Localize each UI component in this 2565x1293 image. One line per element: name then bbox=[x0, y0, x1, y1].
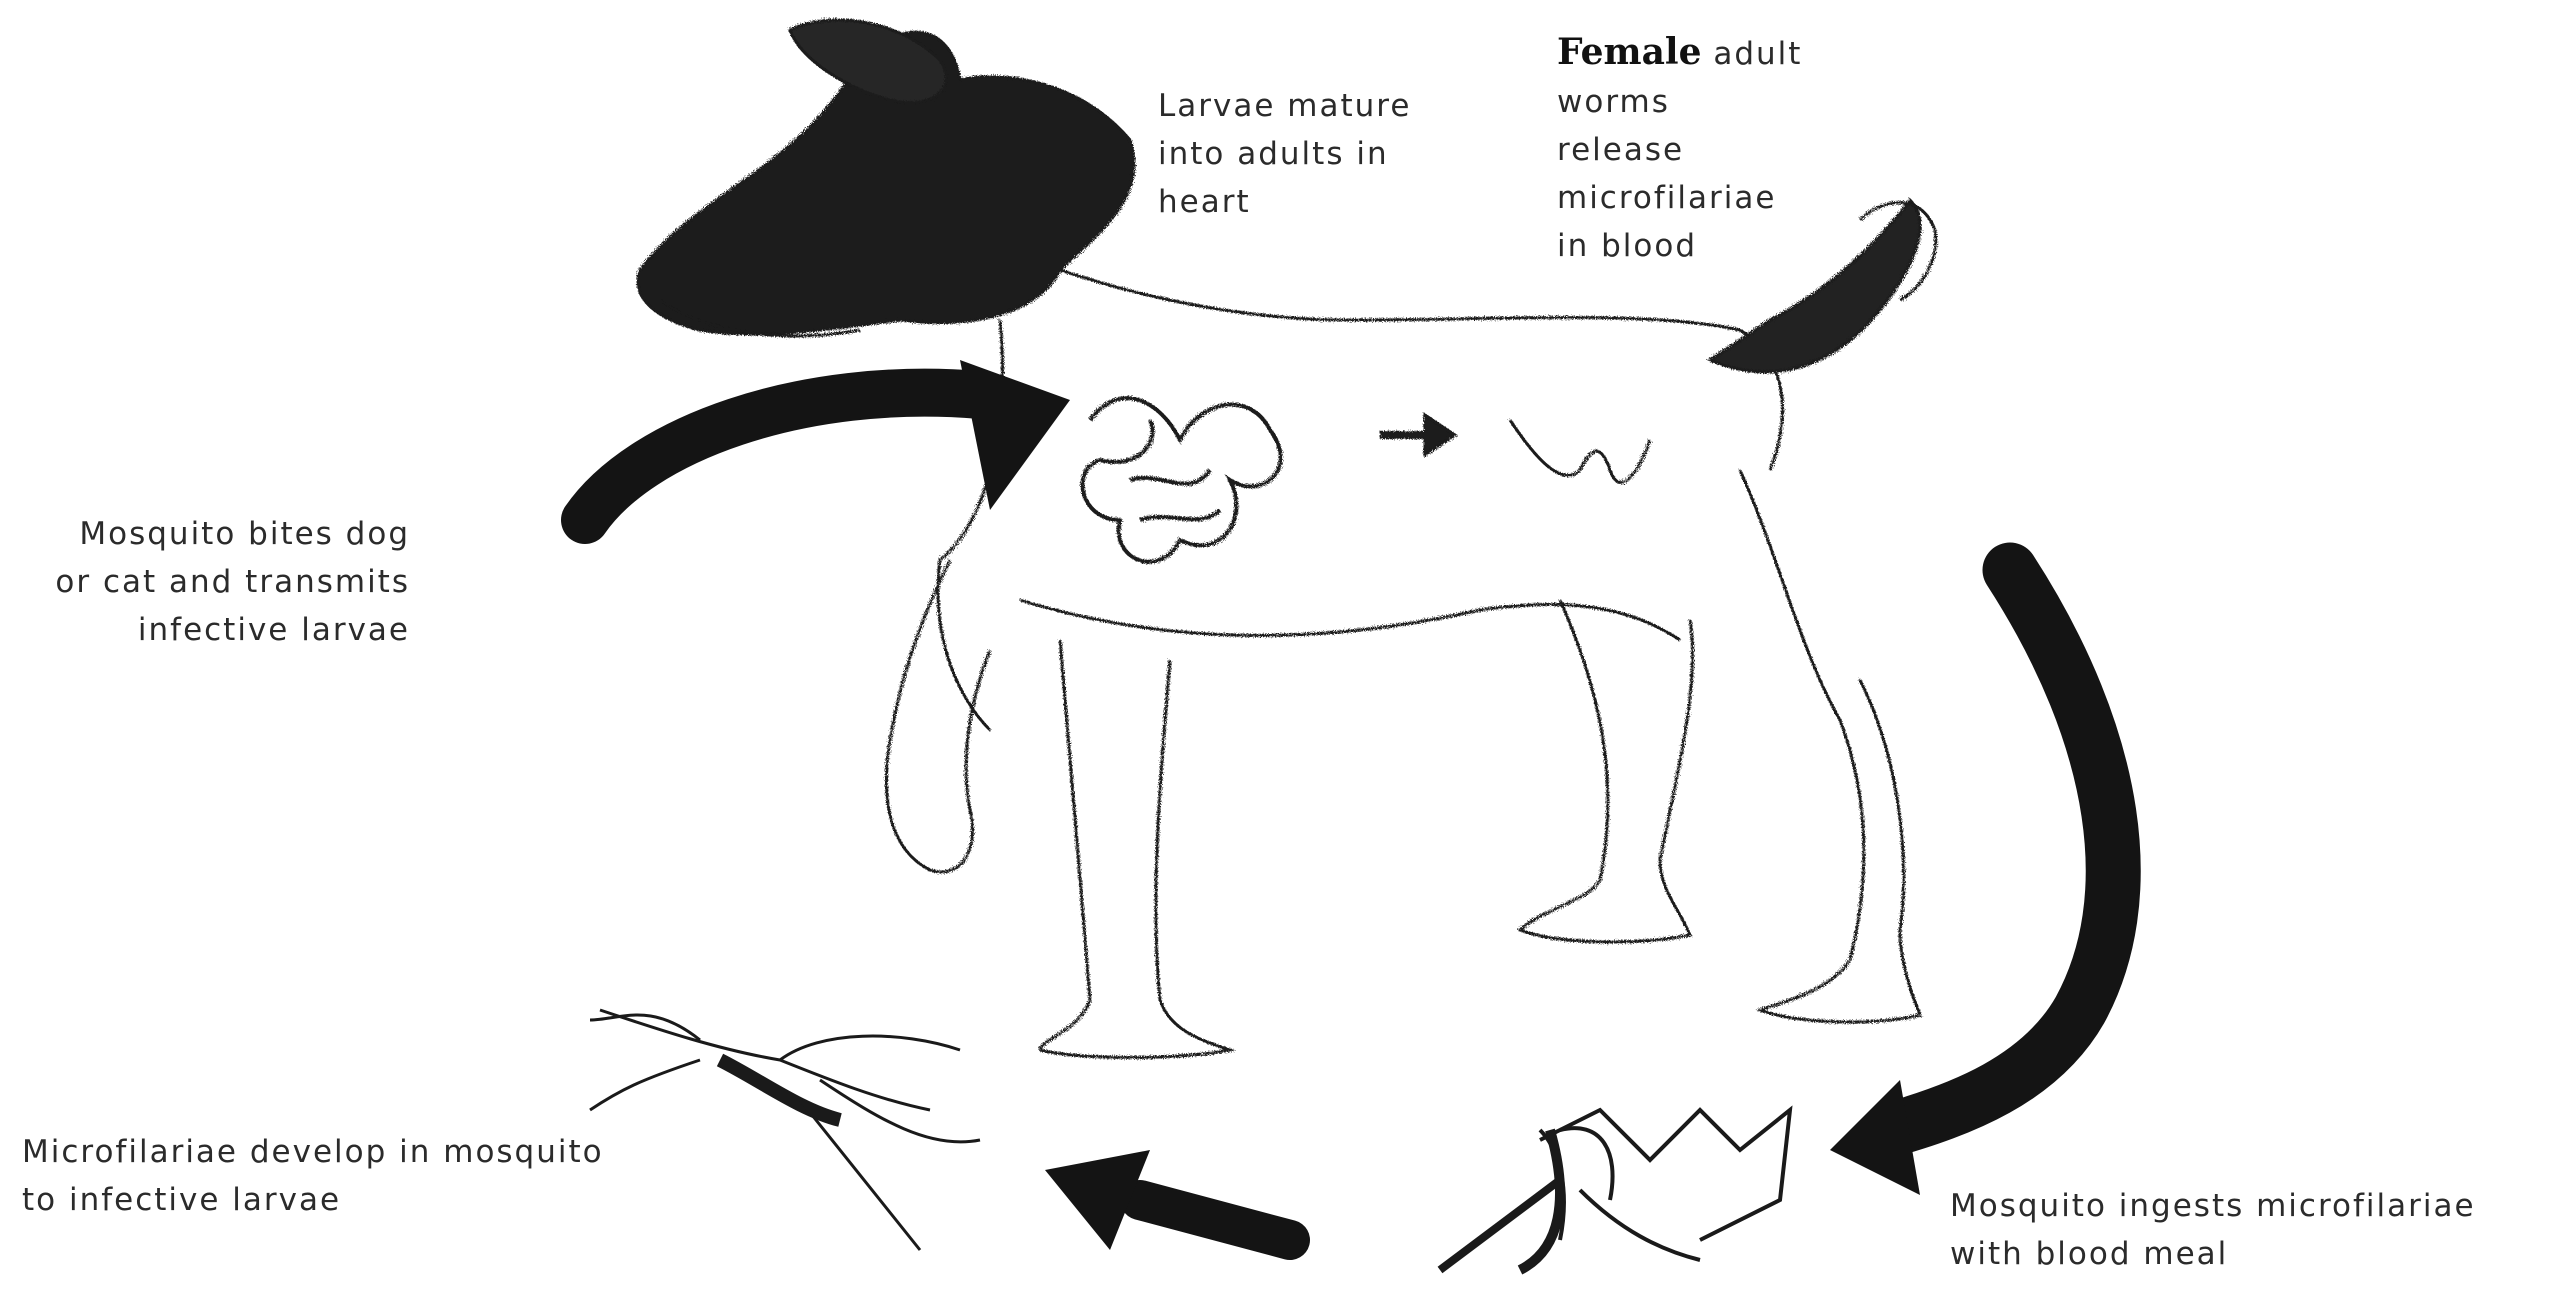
female-handwritten: Female bbox=[1557, 31, 1702, 73]
label-mosquito-bites: Mosquito bites dog or cat and transmits … bbox=[55, 510, 410, 654]
arrow-mosquito-to-develop bbox=[1045, 1150, 1290, 1250]
arrow-dog-to-mosquito bbox=[1830, 570, 2113, 1195]
mosquito-feeding-illustration bbox=[1440, 1110, 1790, 1270]
adult-worms bbox=[1510, 420, 1650, 482]
heartworm-cluster bbox=[1083, 398, 1281, 562]
mosquito-developing-illustration bbox=[590, 1010, 980, 1250]
label-female-adult-worms: Female adult worms release microfilariae… bbox=[1557, 28, 1802, 270]
arrow-bite-to-dog bbox=[585, 360, 1070, 520]
label-mosquito-ingests: Mosquito ingests microfilariae with bloo… bbox=[1950, 1182, 2476, 1278]
label-larvae-mature: Larvae mature into adults in heart bbox=[1158, 82, 1411, 226]
label-microfilariae-develop: Microfilariae develop in mosquito to inf… bbox=[22, 1128, 604, 1224]
